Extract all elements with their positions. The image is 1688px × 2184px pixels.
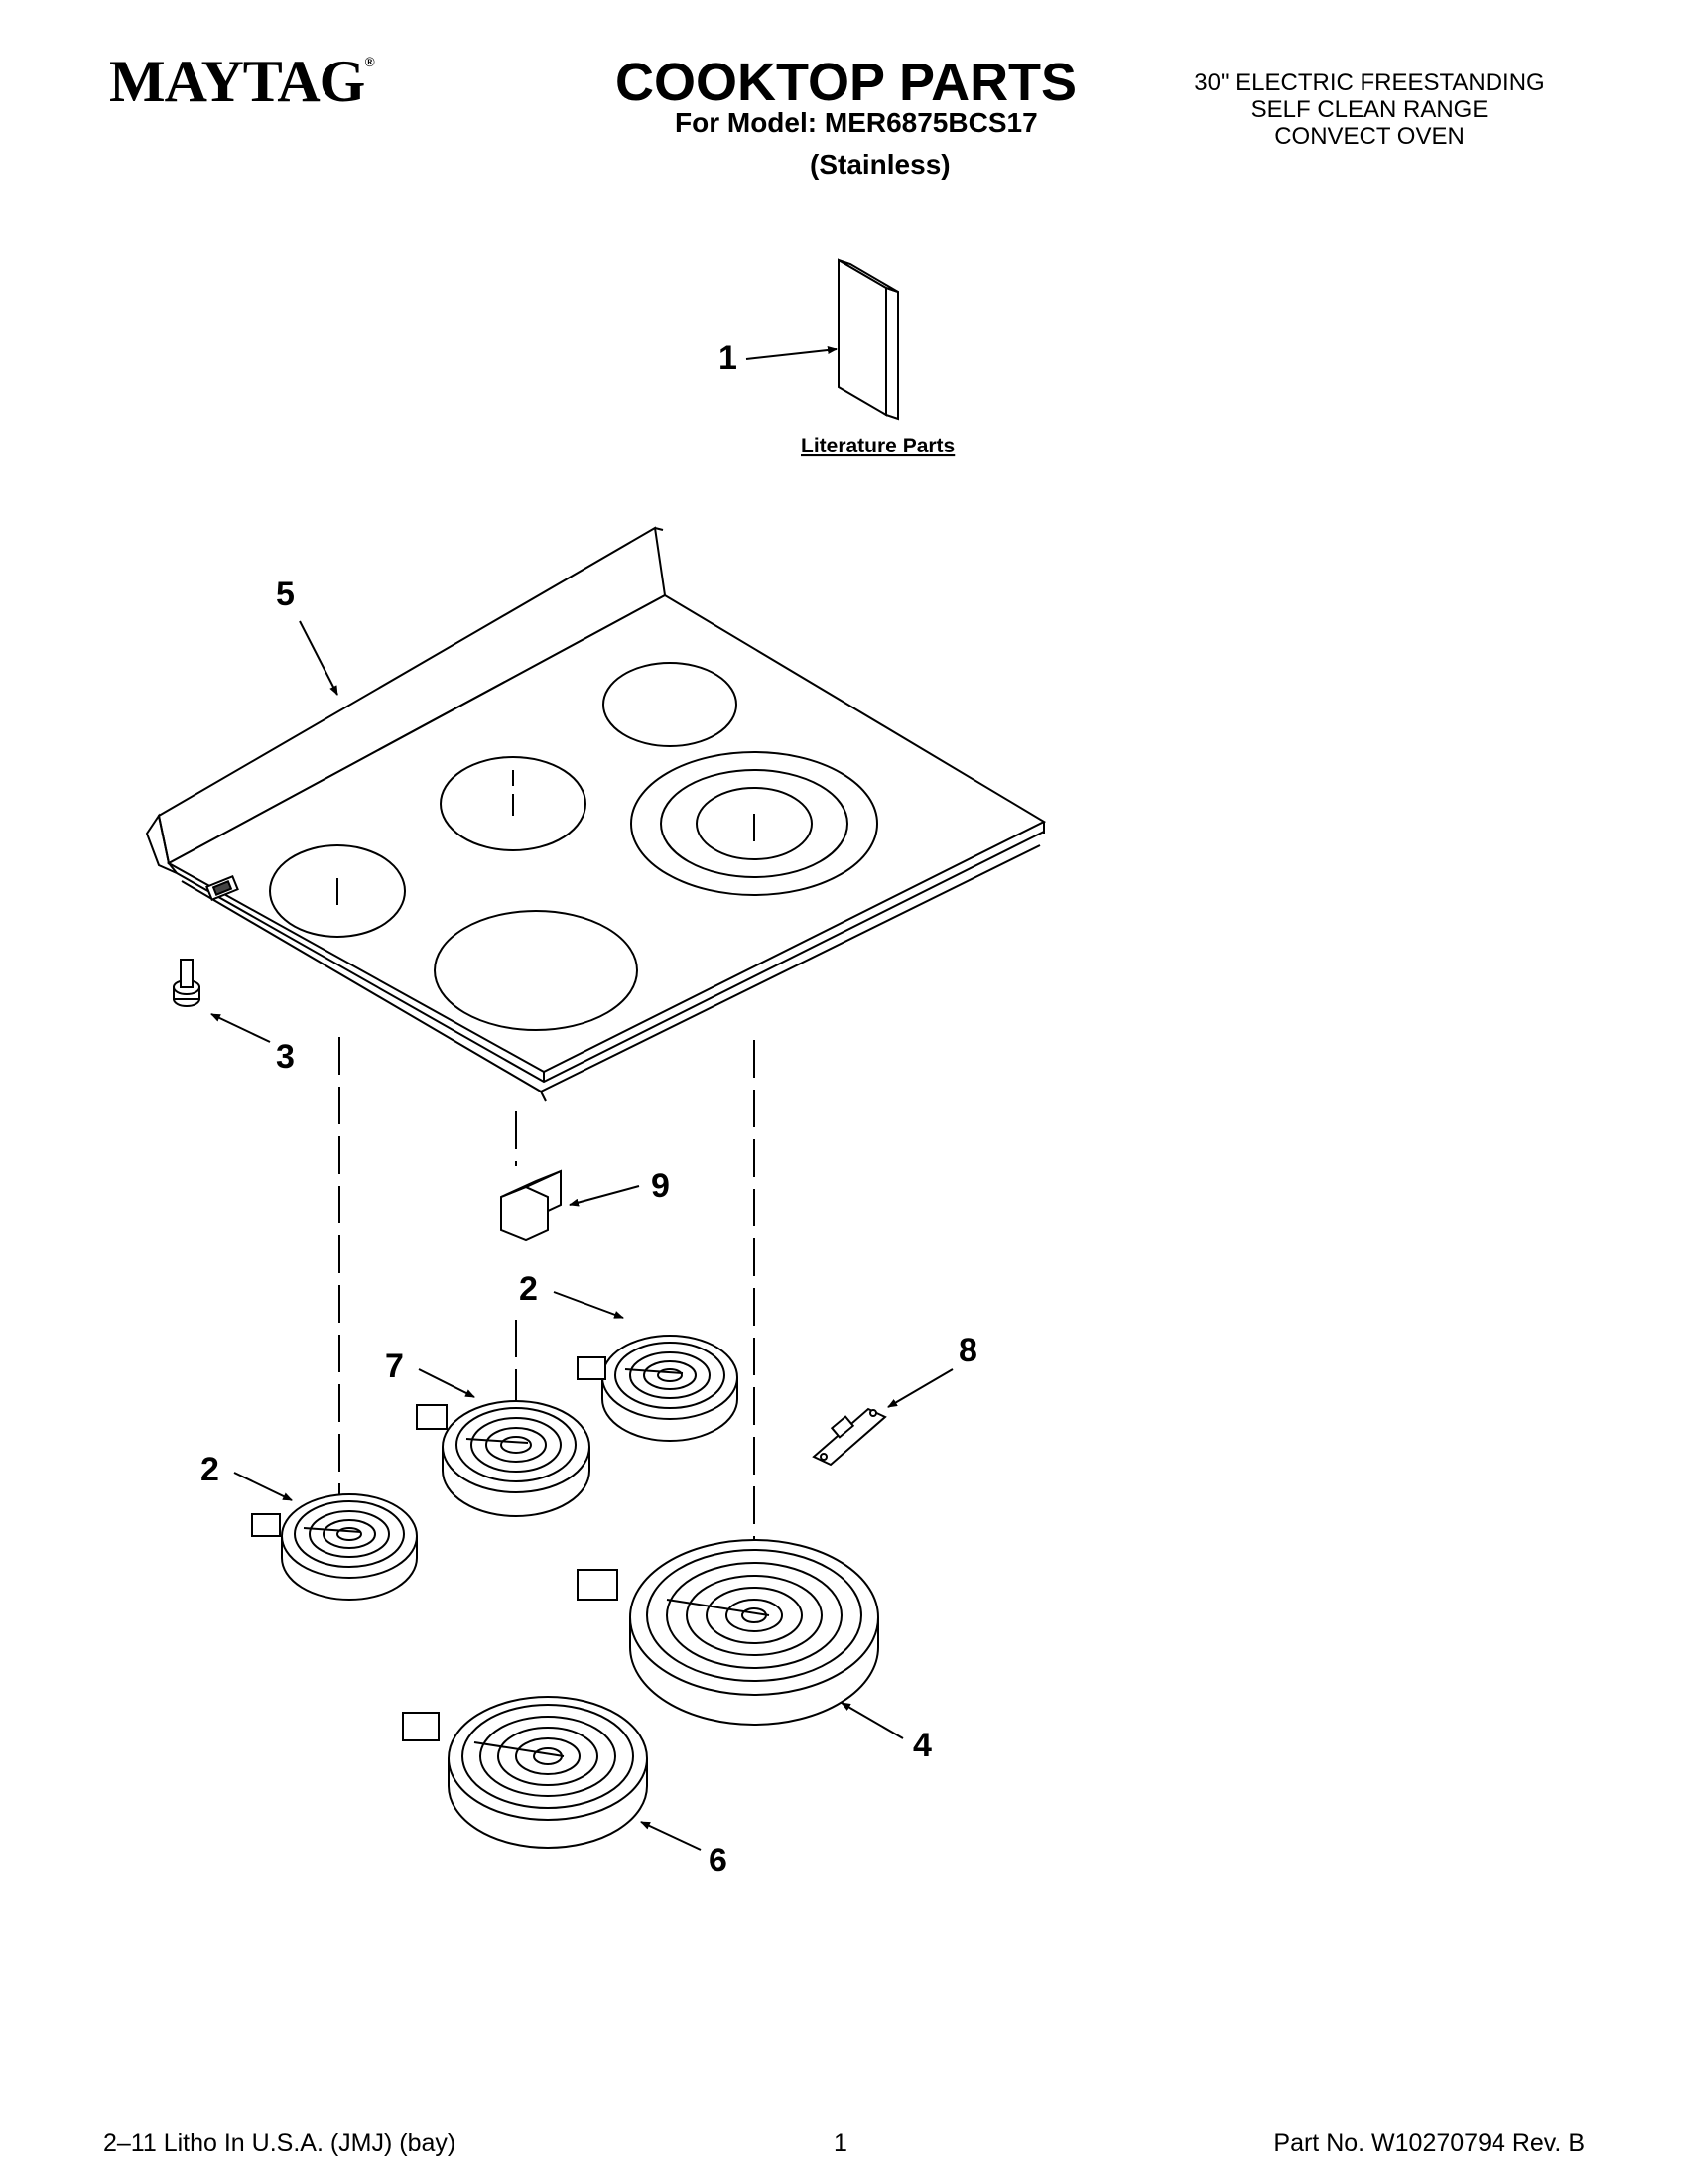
callout-7: 7 bbox=[385, 1348, 404, 1385]
literature-booklet bbox=[838, 258, 899, 421]
leader-6 bbox=[640, 1821, 702, 1851]
cooktop-glass bbox=[145, 526, 1047, 1102]
leader-1 bbox=[745, 346, 838, 360]
brand-name: MAYTAG bbox=[109, 49, 365, 114]
leader-9 bbox=[569, 1185, 640, 1207]
product-description: 30" ELECTRIC FREESTANDING SELF CLEAN RAN… bbox=[1151, 69, 1588, 150]
description-line-2: SELF CLEAN RANGE bbox=[1250, 96, 1489, 123]
part-2-element-upper bbox=[577, 1335, 738, 1442]
part-4-dual-element bbox=[577, 1539, 879, 1726]
leader-2a bbox=[553, 1291, 624, 1319]
leader-8 bbox=[887, 1368, 954, 1408]
leader-3 bbox=[210, 1013, 271, 1043]
part-7-element bbox=[416, 1400, 590, 1517]
callout-1: 1 bbox=[718, 339, 737, 377]
callout-3: 3 bbox=[276, 1038, 295, 1076]
description-line-3: CONVECT OVEN bbox=[1274, 123, 1465, 150]
callout-5: 5 bbox=[276, 576, 295, 613]
leader-2b bbox=[233, 1472, 293, 1501]
callout-8: 8 bbox=[959, 1332, 977, 1369]
cooktop-burner-markings bbox=[269, 662, 878, 1031]
part-8-bracket bbox=[812, 1407, 887, 1467]
assembly-guide-lines bbox=[338, 1037, 755, 1548]
leader-5 bbox=[299, 620, 338, 696]
part-6-element bbox=[402, 1696, 648, 1849]
leader-7 bbox=[418, 1368, 475, 1398]
callout-2b: 2 bbox=[200, 1451, 219, 1488]
model-variant: (Stainless) bbox=[810, 149, 951, 180]
leader-4 bbox=[841, 1702, 904, 1739]
part-9-block bbox=[500, 1169, 562, 1242]
callout-4: 4 bbox=[913, 1727, 932, 1764]
page-title: COOKTOP PARTS bbox=[615, 53, 1078, 112]
brand-logo: MAYTAG® bbox=[109, 48, 375, 116]
callout-6: 6 bbox=[709, 1842, 727, 1879]
model-number: For Model: MER6875BCS17 bbox=[675, 107, 1038, 138]
callout-2a: 2 bbox=[519, 1270, 538, 1308]
description-line-1: 30" ELECTRIC FREESTANDING bbox=[1194, 69, 1545, 96]
literature-parts-caption: Literature Parts bbox=[801, 435, 955, 457]
part-number: Part No. W10270794 Rev. B bbox=[1273, 2129, 1585, 2157]
print-info: 2–11 Litho In U.S.A. (JMJ) (bay) bbox=[103, 2129, 456, 2157]
registered-mark: ® bbox=[364, 56, 375, 70]
part-3-spacer bbox=[173, 959, 200, 1007]
part-2-element-lower bbox=[251, 1493, 418, 1601]
page-number: 1 bbox=[834, 2129, 847, 2157]
callout-9: 9 bbox=[651, 1167, 670, 1205]
